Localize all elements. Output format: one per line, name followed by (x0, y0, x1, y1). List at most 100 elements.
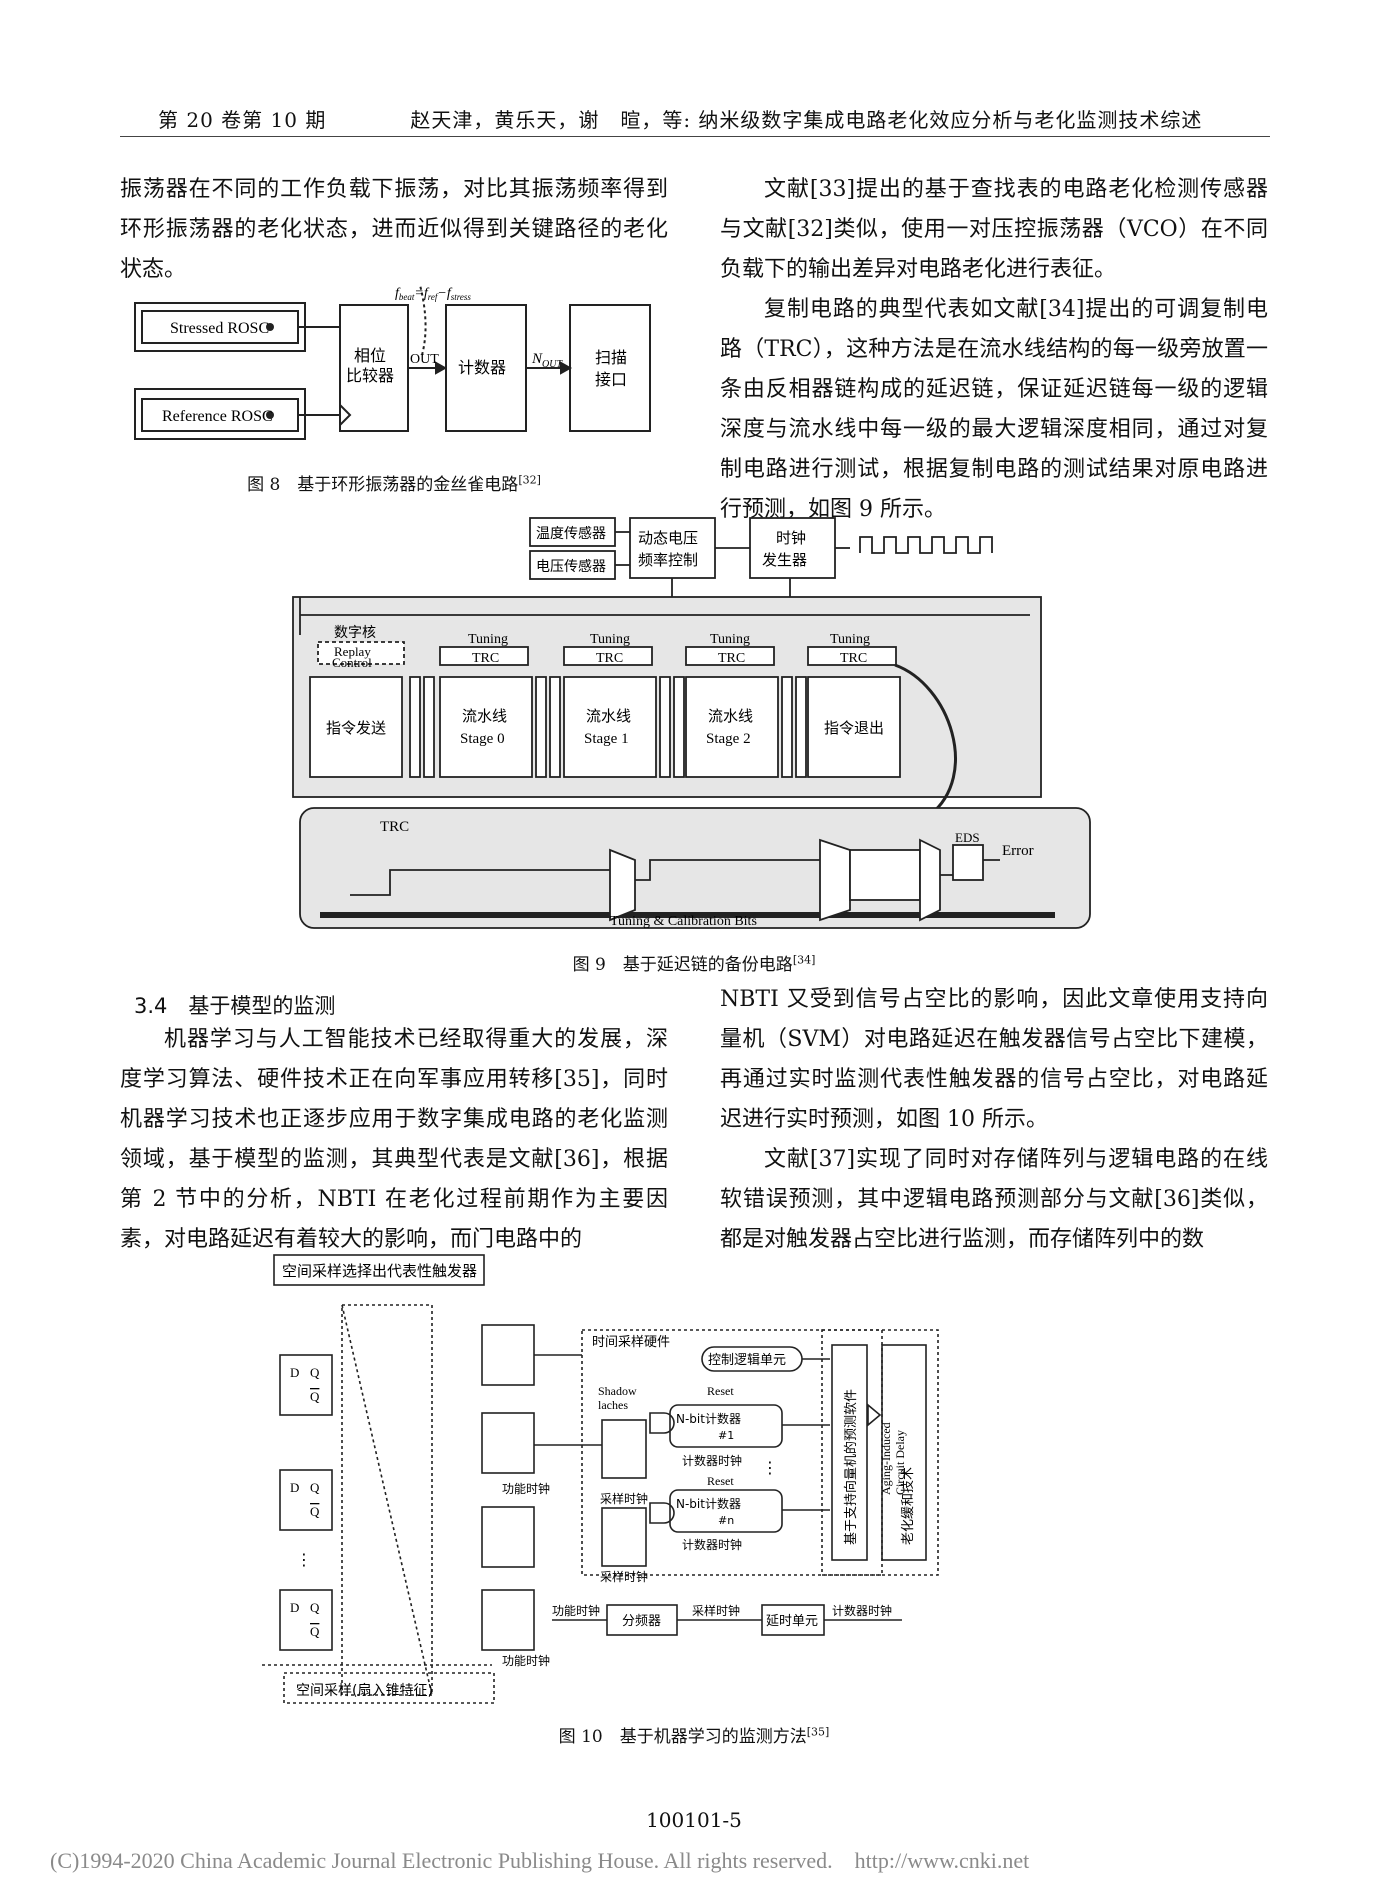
stage-1-box (563, 676, 657, 778)
gate-cloud-region (341, 1304, 433, 1696)
delay-unit-label: 延时单元 (766, 1614, 818, 1629)
scan-label-2: 接口 (595, 370, 627, 389)
counter-clk-label-1: 计数器时钟 (682, 1453, 742, 1468)
clock-gen-box (749, 517, 836, 579)
left-ff-1 (279, 1354, 333, 1416)
ff-d-label-1: D (290, 1365, 299, 1380)
svm-software-label: 基于支持向量机的预测软件 (843, 1389, 859, 1545)
clock-label-2: 发生器 (762, 551, 807, 569)
tuning-label-0: Tuning (468, 632, 508, 647)
mitigation-label: 老化缓和技术 (901, 1467, 916, 1545)
aging-delay-label-2: Circuit Delay (893, 1430, 907, 1495)
ff-d-label-2: D (290, 1480, 299, 1495)
digital-core-label: 数字核 (334, 625, 376, 641)
spatial-fanin-box (283, 1672, 495, 1704)
ff-q-label-2: Q (310, 1480, 320, 1495)
right-top-paragraph-2: 复制电路的典型代表如文献[34]提出的可调复制电路（TRC），这种方法是在流水线… (720, 297, 1268, 522)
counter-clk-label-3: 计数器时钟 (832, 1603, 892, 1618)
stage2-label-2: Stage 2 (706, 731, 751, 747)
ff-d-label-3: D (290, 1600, 299, 1615)
reset-label-n: Reset (707, 1474, 734, 1488)
func-clk-label-2: 功能时钟 (502, 1653, 550, 1668)
spatial-select-label: 空间采样选择出代表性触发器 (282, 1262, 477, 1280)
tuning-label-3: Tuning (830, 632, 870, 647)
stage1-label-2: Stage 1 (584, 731, 629, 747)
left-top-paragraph: 振荡器在不同的工作负载下振荡，对比其振荡频率得到环形振荡器的老化状态，进而近似得… (120, 177, 668, 282)
func-clk-label-3: 功能时钟 (552, 1603, 600, 1618)
eds-label: EDS (955, 830, 980, 845)
figure-9-caption: 图 9 基于延迟链的备份电路[34] (572, 953, 816, 975)
aging-delay-label-1: Aging-Induced (879, 1422, 893, 1495)
copyright-footer: (C)1994-2020 China Academic Journal Elec… (50, 1848, 1030, 1873)
stage0-label-2: Stage 0 (460, 731, 505, 747)
ff-qbar-label-1: Q (310, 1389, 320, 1404)
sample-clk-label-2: 采样时钟 (600, 1569, 648, 1584)
reset-label-1: Reset (707, 1384, 734, 1398)
counter-1-box (669, 1404, 783, 1448)
control-unit-label: 控制逻辑单元 (708, 1353, 786, 1368)
spatial-fanin-label: 空间采样(扇入锥特征) (296, 1683, 433, 1699)
tuning-bits-label: Tuning & Calibration Bits (610, 914, 757, 929)
right-bottom-paragraph-2: 文献[37]实现了同时对存储阵列与逻辑电路的在线软错误预测，其中逻辑电路预测部分… (720, 1147, 1268, 1252)
mid-ff-4 (481, 1589, 535, 1651)
stage-0-box (439, 676, 533, 778)
stage1-label-1: 流水线 (586, 707, 631, 725)
trc-label-0: TRC (472, 651, 499, 666)
shadow-label-2: laches (598, 1398, 628, 1412)
header-rule (120, 136, 1270, 137)
mitigation-box (881, 1344, 927, 1561)
stage0-label-1: 流水线 (462, 707, 507, 725)
counter-clk-label-n: 计数器时钟 (682, 1537, 742, 1552)
figure-8-caption: 图 8 基于环形振荡器的金丝雀电路[32] (247, 473, 541, 495)
running-header: 第 20 卷第 10 期 赵天津，黄乐天，谢 暄，等: 纳米级数字集成电路老化效… (158, 104, 1202, 133)
countern-label: N-bit计数器 (676, 1496, 741, 1511)
time-hw-label: 时间采样硬件 (592, 1335, 670, 1350)
ff-qbar-label-3: Q (310, 1624, 320, 1639)
trc-box-0 (439, 646, 529, 666)
issue-stage-box (309, 676, 403, 778)
error-label: Error (1002, 843, 1034, 859)
counter-n-box (669, 1489, 783, 1533)
scan-label-1: 扫描 (595, 348, 627, 367)
func-clk-label-1: 功能时钟 (502, 1481, 550, 1496)
trc-label-3: TRC (840, 651, 867, 666)
issue-label: 指令发送 (326, 719, 386, 737)
header-title: 赵天津，黄乐天，谢 暄，等: 纳米级数字集成电路老化效应分析与老化监测技术综述 (410, 108, 1203, 132)
trc-label-1: TRC (596, 651, 623, 666)
dvfs-label-2: 频率控制 (638, 551, 698, 569)
svm-software-box (831, 1344, 868, 1561)
comparator-label-2: 比较器 (346, 366, 394, 385)
figure-8-diagram: Stressed ROSC Reference ROSC 相位 比较器 OUT … (134, 285, 651, 440)
mid-ff-1 (481, 1324, 535, 1386)
retire-label: 指令退出 (824, 719, 884, 737)
reference-rosc-label: Reference ROSC (162, 408, 273, 425)
volt-sensor-label: 电压传感器 (536, 558, 606, 575)
figure-10-caption: 图 10 基于机器学习的监测方法[35] (558, 1725, 830, 1747)
nout-label: NOUT (531, 351, 563, 370)
mid-ff-2 (481, 1412, 535, 1474)
fbeat-formula: fbeat=fref−fstress (395, 286, 471, 302)
stage-2-box (685, 676, 779, 778)
sample-clk-label-1: 采样时钟 (600, 1491, 648, 1506)
replay-label-1: Replay (334, 644, 371, 659)
counter1-index: #1 (718, 1429, 734, 1442)
counter-ellipsis: ⋮ (762, 1458, 778, 1477)
trc-box-3 (807, 646, 897, 666)
ff-q-label-1: Q (310, 1365, 320, 1380)
stage2-label-1: 流水线 (708, 707, 753, 725)
left-ff-2 (279, 1469, 333, 1531)
right-bottom-paragraph-1: NBTI 又受到信号占空比的影响，因此文章使用支持向量机（SVM）对电路延迟在触… (720, 987, 1268, 1132)
replay-label-2: Control (332, 655, 372, 670)
trc-label-2: TRC (718, 651, 745, 666)
scan-interface-box (569, 304, 651, 432)
stressed-rosc-label: Stressed ROSC (170, 320, 269, 337)
clock-waveform (859, 536, 993, 554)
ff-q-label-3: Q (310, 1600, 320, 1615)
section-title: 3.4 基于模型的监测 (134, 994, 336, 1018)
left-bottom-paragraph: 机器学习与人工智能技术已经取得重大的发展，深度学习算法、硬件技术正在向军事应用转… (120, 1027, 668, 1252)
left-ff-ellipsis: ⋮ (296, 1550, 312, 1569)
counter-label: 计数器 (458, 358, 506, 377)
trc-box-1 (563, 646, 653, 666)
tuning-label-1: Tuning (590, 632, 630, 647)
eds-box (952, 844, 984, 881)
